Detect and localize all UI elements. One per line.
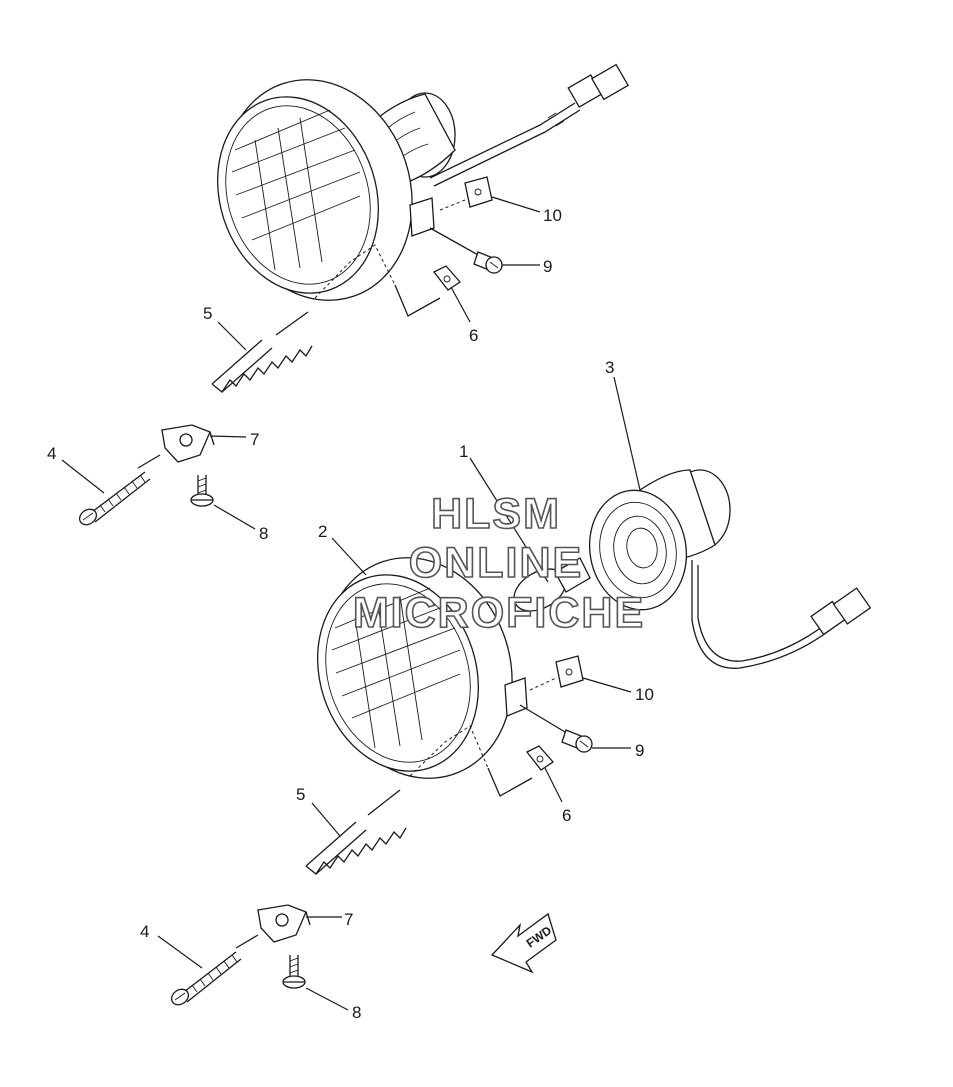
lower-headlight-assembly [170,469,872,1006]
lower-bolt-4 [170,934,259,1006]
callout-labels: 10 9 6 5 7 4 8 1 3 2 10 9 6 5 7 4 8 [47,206,654,1022]
callout-upper-4: 4 [47,444,56,463]
upper-clip-nut-10 [464,176,493,208]
upper-bolt-4 [78,454,161,526]
lower-lens [316,574,480,772]
upper-mount-bracket [409,197,435,237]
callout-lower-10: 10 [635,685,654,704]
callout-upper-7: 7 [250,430,259,449]
upper-screw-9 [429,227,503,274]
upper-lens [216,96,380,294]
callout-upper-6: 6 [469,326,478,345]
callout-lower-3: 3 [605,358,614,377]
upper-wire-connector [429,63,630,187]
watermark: HLSM ONLINE MICROFICHE [352,489,645,638]
callout-upper-5: 5 [203,304,212,323]
leader-lines [61,196,641,1011]
lower-bulb-1 [513,557,591,612]
callout-lower-4: 4 [140,922,149,941]
watermark-line-3: MICROFICHE [353,589,645,637]
callout-upper-8: 8 [259,524,268,543]
callout-lower-2: 2 [318,522,327,541]
watermark-line-2: ONLINE [409,539,583,587]
lower-screw-8 [282,955,306,989]
upper-headlight-assembly [78,63,630,526]
lower-clip-nut-10 [555,655,584,688]
upper-screw-8 [190,475,214,507]
callout-lower-8: 8 [352,1003,361,1022]
lower-mount-bracket [504,677,528,717]
upper-spring-5 [211,311,313,393]
upper-nut-6 [433,265,461,291]
lower-bracket-7 [257,904,311,943]
callout-lower-7: 7 [344,910,353,929]
watermark-line-1: HLSM [431,490,561,538]
lower-wire-connector [691,560,872,669]
lower-spring-5 [305,789,407,875]
lower-screw-9 [519,704,593,753]
lower-nut-6 [526,745,554,771]
callout-upper-10: 10 [543,206,562,225]
callout-lower-9: 9 [635,741,644,760]
callout-lower-5: 5 [296,785,305,804]
callout-upper-9: 9 [543,257,552,276]
callout-lower-6: 6 [562,806,571,825]
callout-lower-1: 1 [459,442,468,461]
upper-bracket-7 [161,424,215,463]
fwd-direction-arrow: FWD [490,912,557,974]
lower-socket-3 [588,469,731,611]
